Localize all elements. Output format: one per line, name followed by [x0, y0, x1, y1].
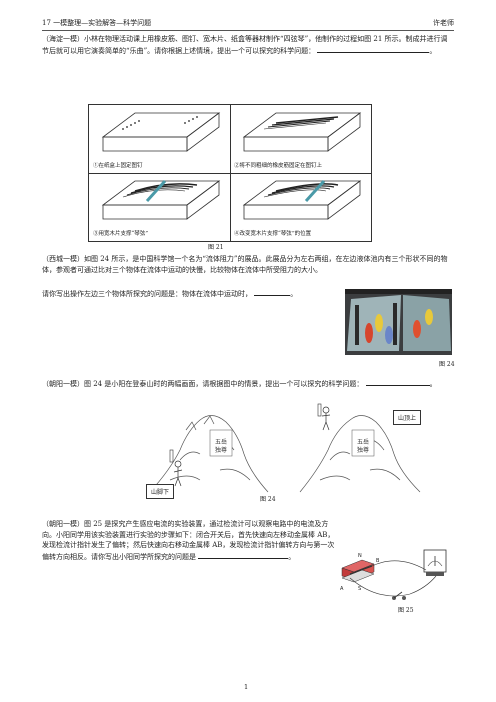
induction-apparatus: N A B S: [340, 549, 447, 600]
figure-21-panel-3: ③用宽木片支撑“琴弦”: [89, 173, 230, 241]
svg-text:独尊: 独尊: [357, 446, 369, 454]
figure-21-caption: 图 21: [208, 244, 224, 251]
panel-3-label: ③用宽木片支撑“琴弦”: [93, 231, 149, 237]
page-number: 1: [244, 683, 249, 691]
answer-blank-4[interactable]: [198, 551, 289, 559]
panel-1-label: ①在纸盒上固定图钉: [93, 163, 143, 169]
question-3-text: （朝阳一模）图 24 是小阳在登泰山时的两幅画面，请根据图中的情景，提出一个可以…: [42, 380, 364, 388]
svg-text:五岳: 五岳: [357, 439, 369, 446]
figure-21-panel-4: ④改变宽木片支撑“琴弦”的位置: [230, 173, 371, 241]
question-2-end: 。: [290, 290, 298, 298]
question-4: （朝阳一模）图 25 是探究产生感应电流的实验装置，通过检流计可以观察电路中的电…: [42, 519, 336, 562]
mountain-foot-label: 山脚下: [146, 484, 175, 499]
answer-blank-1[interactable]: [317, 45, 430, 53]
question-3-end: 。: [429, 380, 437, 388]
header-author: 许老师: [433, 19, 454, 27]
question-3: （朝阳一模）图 24 是小阳在登泰山时的两幅画面，请根据图中的情景，提出一个可以…: [42, 378, 450, 390]
label-s: S: [358, 586, 361, 592]
figure-24-caption-a: 图 24: [439, 361, 455, 368]
label-a: A: [340, 586, 344, 592]
label-n: N: [358, 553, 362, 559]
answer-blank-2[interactable]: [254, 288, 291, 296]
mountain-scenes: 五岳 独尊 五岳 独尊: [149, 403, 421, 493]
page-header: 17 一模整理—实验解答—科学问题 许老师: [42, 16, 454, 31]
figure-25-caption: 图 25: [398, 607, 414, 614]
figure-21-panel-1: ①在纸盒上固定图钉: [89, 105, 230, 173]
svg-text:五岳: 五岳: [215, 439, 227, 446]
question-4-text: （朝阳一模）图 25 是探究产生感应电流的实验装置，通过检流计可以观察电路中的电…: [42, 520, 335, 561]
panel-4-label: ④改变宽木片支撑“琴弦”的位置: [234, 231, 312, 237]
svg-text:独尊: 独尊: [215, 446, 227, 454]
question-2: （西城一模）如图 24 所示，是中国科学馆一个名为“流体阻力”的展品。此展品分为…: [42, 254, 450, 275]
label-b: B: [376, 558, 380, 564]
mountain-top-label: 山顶上: [393, 410, 422, 425]
panel-2-label: ②将不同粗细的橡皮筋固定在图钉上: [234, 163, 323, 169]
question-1: （海淀一模）小林在物理活动课上用橡皮筋、图钉、宽木片、纸盒等器材制作“四弦琴”，…: [42, 34, 450, 56]
question-4-end: 。: [288, 552, 296, 561]
answer-blank-3[interactable]: [365, 378, 430, 386]
figure-24-caption-b: 图 24: [260, 496, 276, 503]
question-2-prompt: 请你写出操作左边三个物体所探究的问题是：物体在流体中运动时， 。: [42, 288, 338, 300]
question-1-text: （海淀一模）小林在物理活动课上用橡皮筋、图钉、宽木片、纸盒等器材制作“四弦琴”，…: [42, 35, 448, 55]
figure-21-panel-2: ②将不同粗细的橡皮筋固定在图钉上: [230, 105, 371, 173]
header-title: 17 一模整理—实验解答—科学问题: [42, 19, 152, 27]
question-1-end: 。: [429, 46, 437, 55]
question-2-text: （西城一模）如图 24 所示，是中国科学馆一个名为“流体阻力”的展品。此展品分为…: [42, 255, 448, 274]
question-2-line2: 请你写出操作左边三个物体所探究的问题是：物体在流体中运动时，: [42, 290, 252, 298]
figure-21: ①在纸盒上固定图钉 ②将不同粗细的橡皮筋固定在图钉上: [88, 104, 372, 242]
fluid-resistance-photo: [345, 289, 452, 355]
